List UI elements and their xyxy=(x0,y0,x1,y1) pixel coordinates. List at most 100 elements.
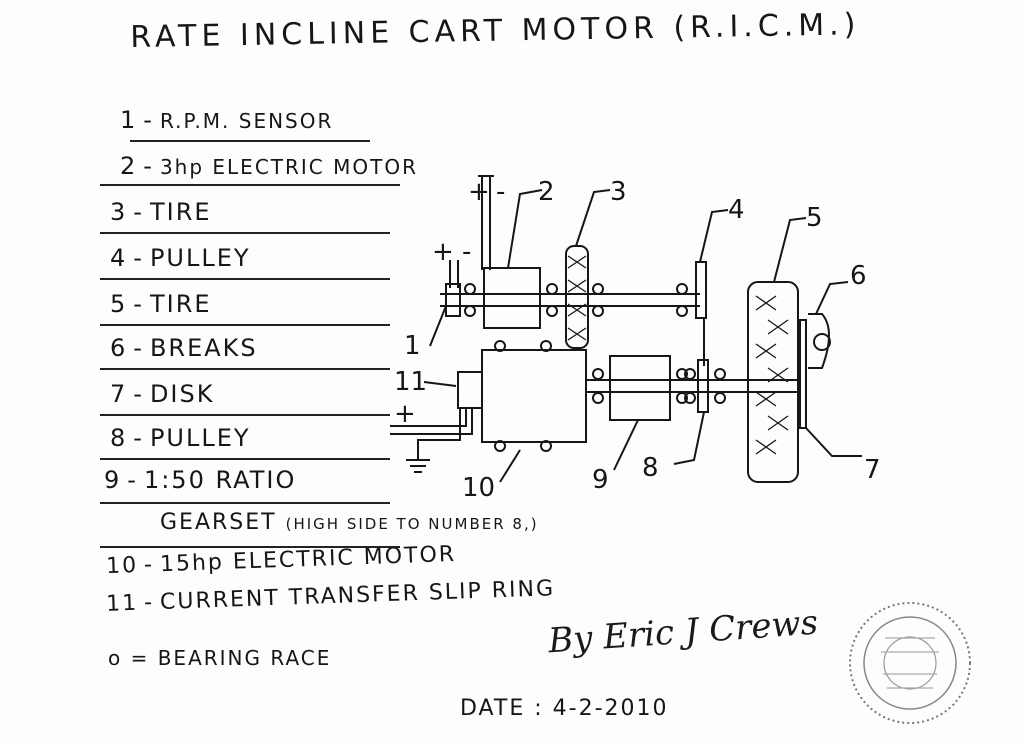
polarity-plus-top: + xyxy=(468,177,490,207)
bearing-race xyxy=(494,440,506,452)
bearing-race xyxy=(546,283,558,295)
legend-underline xyxy=(100,368,390,370)
notary-seal xyxy=(849,602,971,724)
label-10: 10 xyxy=(462,473,495,503)
bearing-race xyxy=(592,283,604,295)
legend-label: BREAKS xyxy=(149,334,258,362)
legend-label: PULLEY xyxy=(149,244,251,272)
label-3: 3 xyxy=(610,177,627,207)
legend-item-9-continued: GEARSET (HIGH SIDE TO NUMBER 8,) xyxy=(160,510,539,535)
leader-10 xyxy=(499,449,521,483)
brake-pin xyxy=(813,333,831,351)
label-8: 8 xyxy=(642,453,659,483)
label-9: 9 xyxy=(592,465,609,495)
legend-label: 3hp ELECTRIC MOTOR xyxy=(159,155,418,179)
legend-label: R.P.M. SENSOR xyxy=(159,109,334,133)
label-2: 2 xyxy=(538,177,555,207)
legend-item-3: 3-TIRE xyxy=(110,198,212,226)
legend-item-11: 11-CURRENT TRANSFER SLIP RING xyxy=(105,576,556,617)
page-title: RATE INCLINE CART MOTOR (R.I.C.M.) xyxy=(130,7,861,55)
label-4: 4 xyxy=(728,195,745,225)
tire-tread xyxy=(755,295,789,455)
slip-ring xyxy=(457,371,483,409)
bearing-race xyxy=(714,392,726,404)
leader-4 xyxy=(699,209,729,263)
bearing-race xyxy=(676,368,688,380)
legend-label: DISK xyxy=(149,380,215,408)
bearing-race xyxy=(464,305,476,317)
legend-underline xyxy=(100,184,400,186)
polarity-minus-top: - xyxy=(496,177,505,207)
bearing-race xyxy=(676,392,688,404)
legend-underline xyxy=(100,458,390,460)
legend-label: PULLEY xyxy=(149,424,251,452)
leader-9 xyxy=(613,419,639,471)
bearing-race xyxy=(592,305,604,317)
legend-underline xyxy=(130,140,370,142)
legend-item-4: 4-PULLEY xyxy=(110,244,251,272)
polarity-plus-left: + xyxy=(432,237,454,267)
legend-underline xyxy=(100,324,390,326)
motor-15hp xyxy=(481,349,587,443)
gearset-note: (HIGH SIDE TO NUMBER 8,) xyxy=(285,515,539,533)
legend-item-1: 1-R.P.M. SENSOR xyxy=(120,106,334,134)
bearing-race-note: o = BEARING RACE xyxy=(108,646,332,670)
leader-2 xyxy=(507,189,543,269)
supply-wire xyxy=(390,408,467,427)
bearing-race xyxy=(676,283,688,295)
tire-5 xyxy=(747,281,799,483)
leader-11 xyxy=(423,381,457,387)
bearing-race xyxy=(464,283,476,295)
leader-8 xyxy=(673,411,705,465)
supply-wire xyxy=(390,408,473,435)
legend-item-7: 7-DISK xyxy=(110,380,215,408)
leader-6 xyxy=(815,281,849,315)
label-6: 6 xyxy=(850,261,867,291)
legend-underline xyxy=(100,414,390,416)
motor-3hp xyxy=(483,267,541,329)
legend-label: 1:50 RATIO xyxy=(143,466,297,494)
legend-underline xyxy=(100,278,390,280)
leader-3 xyxy=(575,189,611,247)
polarity-plus-bottom: + xyxy=(394,399,416,429)
legend-item-9: 9-1:50 RATIO xyxy=(104,466,297,494)
leader-5 xyxy=(773,217,807,283)
bearing-race xyxy=(540,440,552,452)
legend-label: TIRE xyxy=(149,290,212,318)
legend-underline xyxy=(100,546,400,548)
bearing-race xyxy=(684,392,696,404)
legend-underline xyxy=(100,502,390,504)
legend-item-2: 2-3hp ELECTRIC MOTOR xyxy=(120,152,418,180)
legend-label: CURRENT TRANSFER SLIP RING xyxy=(159,576,556,615)
leader-7 xyxy=(805,427,862,457)
brake-caliper xyxy=(808,313,830,369)
mechanism-diagram: 2 3 4 5 6 7 8 9 10 11 1 + - + - + xyxy=(390,175,881,503)
bearing-race xyxy=(684,368,696,380)
rpm-sensor xyxy=(445,283,461,317)
polarity-minus-left: - xyxy=(462,237,471,267)
bearing-race xyxy=(494,340,506,352)
legend-label: TIRE xyxy=(149,198,212,226)
pulley-8 xyxy=(697,359,709,413)
label-5: 5 xyxy=(806,203,823,233)
label-11: 11 xyxy=(394,367,427,397)
bearing-race xyxy=(540,340,552,352)
bearing-race xyxy=(592,392,604,404)
bearing-race xyxy=(546,305,558,317)
tire-tread xyxy=(567,255,587,341)
bearing-race xyxy=(592,368,604,380)
legend-item-8: 8-PULLEY xyxy=(110,424,251,452)
brake-disk xyxy=(799,319,807,429)
gearset xyxy=(609,355,671,421)
bearing-race xyxy=(714,368,726,380)
leader-1 xyxy=(429,305,447,347)
label-1: 1 xyxy=(404,331,421,361)
pulley-4 xyxy=(695,261,707,319)
legend-item-6: 6-BREAKS xyxy=(110,334,258,362)
legend-item-5: 5-TIRE xyxy=(110,290,212,318)
bearing-race xyxy=(676,305,688,317)
ground-wire xyxy=(417,408,461,460)
label-7: 7 xyxy=(864,455,881,485)
date: DATE : 4-2-2010 xyxy=(460,696,669,721)
